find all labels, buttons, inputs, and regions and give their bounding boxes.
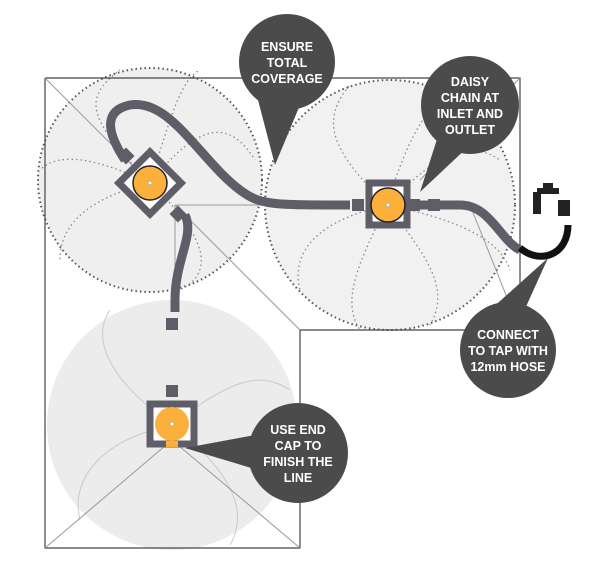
sprinkler-3 [146,400,198,448]
pipe [106,100,523,312]
callout-coverage: ENSURE TOTAL COVERAGE [239,14,335,165]
svg-text:DAISY: DAISY [451,75,490,89]
svg-text:TOTAL: TOTAL [267,56,308,70]
svg-text:ENSURE: ENSURE [261,40,313,54]
sprinkler-2 [365,179,411,229]
svg-text:12mm HOSE: 12mm HOSE [470,360,545,374]
svg-text:CHAIN AT: CHAIN AT [441,91,500,105]
sprinkler-1 [113,146,187,220]
svg-text:USE END: USE END [270,423,326,437]
callout-daisy-chain: DAISY CHAIN AT INLET AND OUTLET [420,56,519,192]
callout-connect: CONNECT TO TAP WITH 12mm HOSE [460,258,556,398]
svg-text:OUTLET: OUTLET [445,123,495,137]
svg-text:LINE: LINE [284,471,312,485]
callout-end-cap: USE END CAP TO FINISH THE LINE [185,403,348,503]
outline-guides [44,77,521,549]
svg-text:COVERAGE: COVERAGE [251,72,323,86]
svg-text:INLET AND: INLET AND [437,107,503,121]
hose [517,224,572,260]
svg-text:FINISH THE: FINISH THE [263,455,332,469]
pipe-connectors [117,147,440,397]
svg-text:TO TAP WITH: TO TAP WITH [468,344,548,358]
tap-icon [533,183,570,216]
end-cap [166,441,178,447]
svg-text:CONNECT: CONNECT [477,328,539,342]
svg-text:CAP TO: CAP TO [275,439,322,453]
